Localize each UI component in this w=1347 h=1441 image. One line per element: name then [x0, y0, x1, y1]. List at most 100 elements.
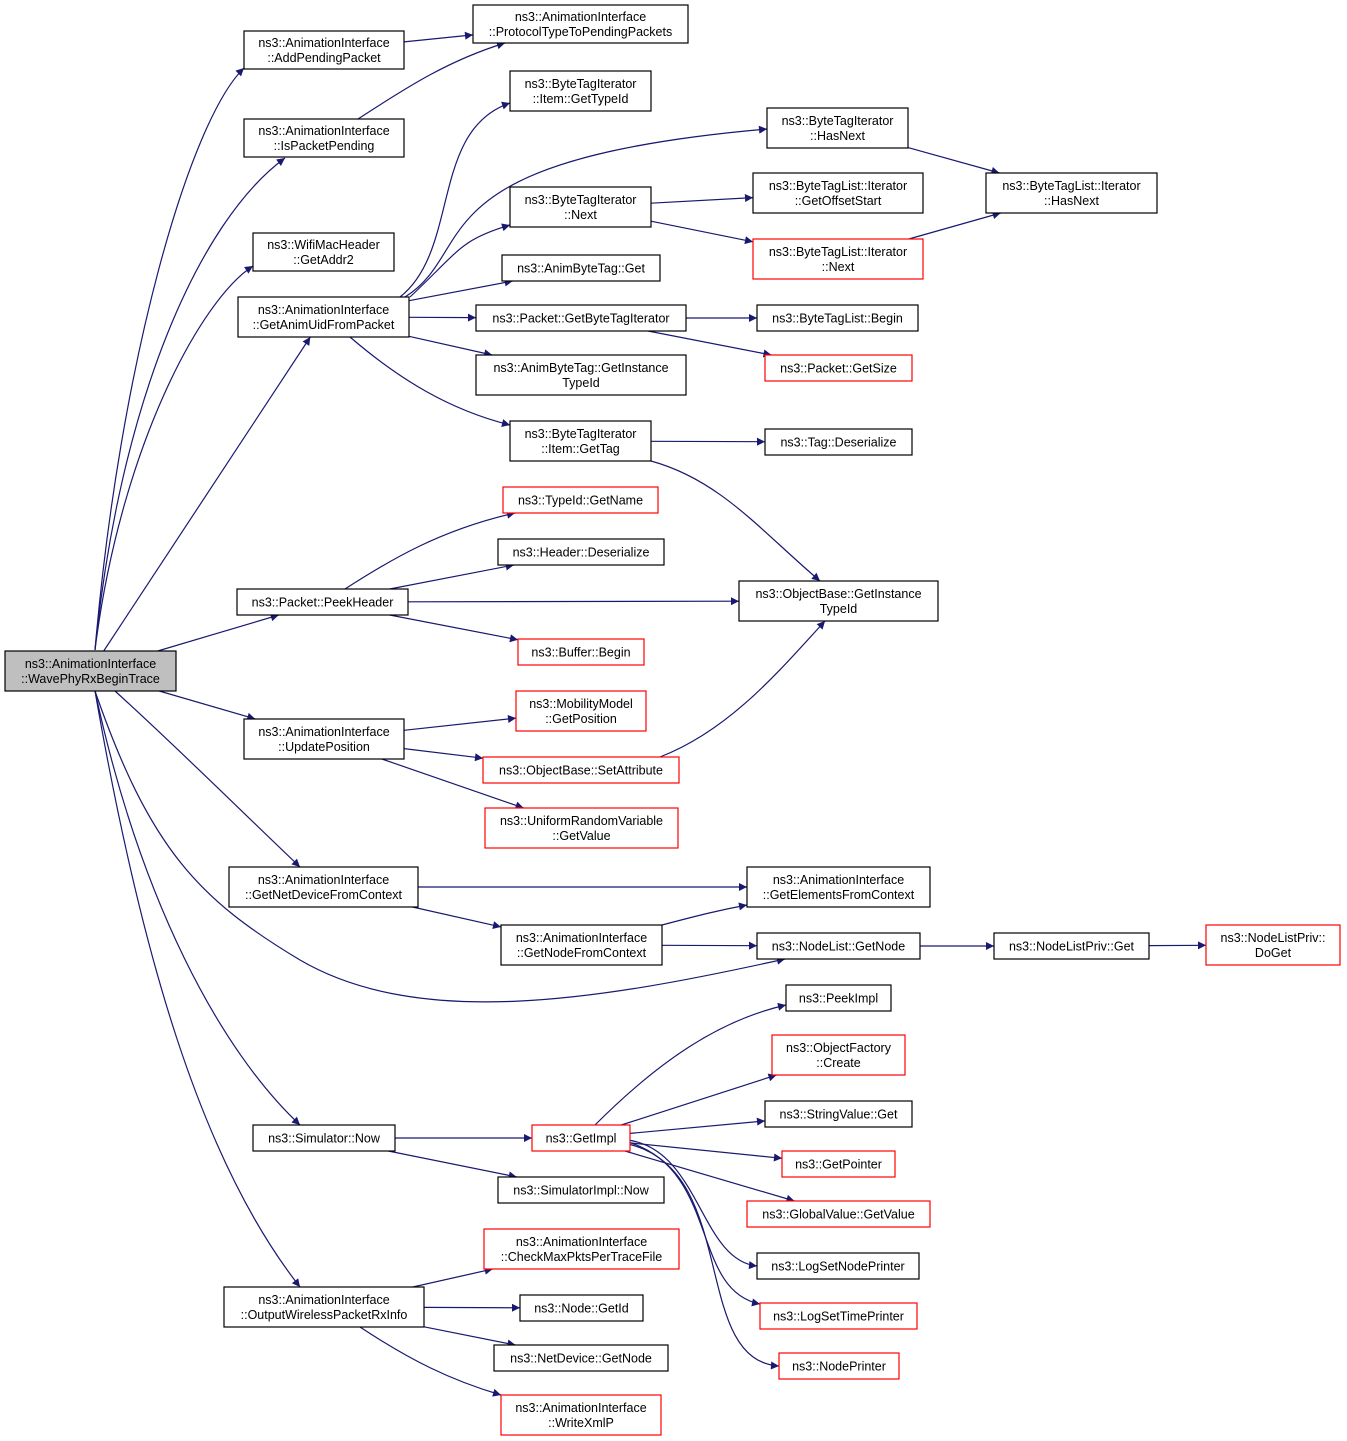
node-peekimpl[interactable]: ns3::PeekImpl [785, 984, 892, 1012]
node-label: ::Item::GetTag [541, 442, 620, 456]
edge-btl_next-to-btl_hasnext [908, 211, 1001, 240]
node-label: ns3::NodePrinter [792, 1360, 886, 1374]
node-typeid_getname[interactable]: ns3::TypeId::GetName [502, 486, 659, 514]
node-box [228, 866, 419, 908]
node-nd_getnode[interactable]: ns3::NetDevice::GetNode [493, 1344, 669, 1372]
edge-root-to-outwifi [94, 690, 301, 1288]
node-label: ns3::SimulatorImpl::Now [513, 1184, 649, 1198]
node-ob_setattr[interactable]: ns3::ObjectBase::SetAttribute [482, 756, 680, 784]
node-itemgettag[interactable]: ns3::ByteTagIterator::Item::GetTag [509, 420, 652, 462]
edge-outwifi-to-writexmlp [359, 1326, 502, 1397]
node-logtimeprinter[interactable]: ns3::LogSetTimePrinter [759, 1302, 918, 1330]
node-label: ::OutputWirelessPacketRxInfo [241, 1308, 408, 1322]
node-pkt_getsize[interactable]: ns3::Packet::GetSize [764, 354, 913, 382]
node-box [472, 4, 689, 44]
node-label: ::IsPacketPending [274, 139, 375, 153]
node-writexmlp[interactable]: ns3::AnimationInterface::WriteXmlP [500, 1394, 662, 1436]
node-box [252, 1124, 396, 1152]
node-buf_begin[interactable]: ns3::Buffer::Begin [517, 638, 645, 666]
node-label: ns3::NodeListPriv::Get [1009, 940, 1135, 954]
node-updatepos[interactable]: ns3::AnimationInterface::UpdatePosition [243, 718, 405, 760]
node-urv_getval[interactable]: ns3::UniformRandomVariable::GetValue [484, 807, 679, 849]
node-sv_get[interactable]: ns3::StringValue::Get [764, 1100, 913, 1128]
node-box [515, 690, 647, 732]
node-lognodeprinter[interactable]: ns3::LogSetNodePrinter [756, 1252, 920, 1280]
edge-root-to-updatepos [159, 690, 256, 721]
node-getelem[interactable]: ns3::AnimationInterface::GetElementsFrom… [746, 866, 931, 908]
node-hdr_deser[interactable]: ns3::Header::Deserialize [497, 538, 665, 566]
node-label: ::GetNetDeviceFromContext [245, 888, 403, 902]
node-label: ::HasNext [810, 129, 865, 143]
node-abt_get[interactable]: ns3::AnimByteTag::Get [501, 254, 661, 282]
node-label: ns3::Packet::GetByteTagIterator [492, 312, 669, 326]
node-outwifi[interactable]: ns3::AnimationInterface::OutputWirelessP… [223, 1286, 425, 1328]
node-box [531, 1124, 631, 1152]
node-label: ::GetPosition [545, 712, 617, 726]
node-addpend[interactable]: ns3::AnimationInterface::AddPendingPacke… [243, 30, 405, 70]
node-btl_offset[interactable]: ns3::ByteTagList::Iterator::GetOffsetSta… [752, 172, 924, 214]
edge-getimpl-to-peekimpl [594, 1002, 787, 1126]
node-getnetdev[interactable]: ns3::AnimationInterface::GetNetDeviceFro… [228, 866, 419, 908]
node-label: ns3::ByteTagIterator [525, 193, 637, 207]
node-gv_getval[interactable]: ns3::GlobalValue::GetValue [746, 1200, 931, 1228]
node-label: ns3::ByteTagList::Iterator [1002, 179, 1140, 193]
node-box [781, 1150, 896, 1178]
node-getaddr2[interactable]: ns3::WifiMacHeader::GetAddr2 [252, 232, 395, 272]
node-peekheader[interactable]: ns3::Packet::PeekHeader [236, 588, 409, 616]
edge-getimpl-to-getpointer [629, 1142, 783, 1162]
node-nodeprinter[interactable]: ns3::NodePrinter [778, 1352, 900, 1380]
edge-root-to-getaddr2 [94, 265, 254, 651]
node-getuid[interactable]: ns3::AnimationInterface::GetAnimUidFromP… [237, 296, 410, 338]
edge-getuid-to-bti_next [409, 223, 511, 298]
node-sim_now[interactable]: ns3::Simulator::Now [252, 1124, 396, 1152]
node-tag_deser[interactable]: ns3::Tag::Deserialize [764, 428, 913, 456]
node-box [500, 924, 663, 966]
node-protomap[interactable]: ns3::AnimationInterface::ProtocolTypeToP… [472, 4, 689, 44]
node-mob_getpos[interactable]: ns3::MobilityModel::GetPosition [515, 690, 647, 732]
node-nlp_doget[interactable]: ns3::NodeListPriv::DoGet [1205, 924, 1341, 966]
edge-peekheader-to-buf_begin [389, 614, 519, 643]
node-ispend[interactable]: ns3::AnimationInterface::IsPacketPending [243, 118, 405, 158]
node-box [509, 186, 652, 228]
node-root[interactable]: ns3::AnimationInterface::WavePhyRxBeginT… [4, 650, 177, 692]
node-label: ns3::AnimationInterface [516, 1235, 647, 1249]
node-box [752, 238, 924, 280]
edge-getimpl-to-of_create [621, 1073, 777, 1126]
edge-getuid-to-itemgettag [349, 336, 511, 427]
node-box [764, 354, 913, 382]
node-box [509, 70, 652, 112]
node-getimpl[interactable]: ns3::GetImpl [531, 1124, 631, 1152]
node-label: ns3::Node::GetId [534, 1302, 629, 1316]
node-nl_getnode[interactable]: ns3::NodeList::GetNode [756, 932, 921, 960]
edge-ispend-to-protomap [357, 41, 506, 120]
node-label: ns3::ObjectBase::GetInstance [755, 587, 921, 601]
edge-root-to-ispend [94, 157, 286, 651]
node-box [4, 650, 177, 692]
node-bti_hasnext[interactable]: ns3::ByteTagIterator::HasNext [766, 107, 909, 149]
node-label: ns3::AnimationInterface [516, 931, 647, 945]
node-getpointer[interactable]: ns3::GetPointer [781, 1150, 896, 1178]
node-simimpl_now[interactable]: ns3::SimulatorImpl::Now [497, 1176, 665, 1204]
node-label: ns3::UniformRandomVariable [500, 814, 663, 828]
node-box [738, 580, 939, 622]
node-checkmax[interactable]: ns3::AnimationInterface::CheckMaxPktsPer… [483, 1228, 680, 1270]
node-bti_next[interactable]: ns3::ByteTagIterator::Next [509, 186, 652, 228]
node-btl_next[interactable]: ns3::ByteTagList::Iterator::Next [752, 238, 924, 280]
edge-getbti-to-pkt_getsize [647, 330, 772, 358]
node-of_create[interactable]: ns3::ObjectFactory::Create [771, 1034, 906, 1076]
node-getbti[interactable]: ns3::Packet::GetByteTagIterator [475, 304, 687, 332]
node-itemtypeid[interactable]: ns3::ByteTagIterator::Item::GetTypeId [509, 70, 652, 112]
node-getnodefc[interactable]: ns3::AnimationInterface::GetNodeFromCont… [500, 924, 663, 966]
node-btl_begin[interactable]: ns3::ByteTagList::Begin [756, 304, 919, 332]
node-label: ns3::Packet::GetSize [780, 362, 897, 376]
node-node_getid[interactable]: ns3::Node::GetId [519, 1294, 644, 1322]
node-btl_hasnext[interactable]: ns3::ByteTagList::Iterator::HasNext [985, 172, 1158, 214]
node-box [1205, 924, 1341, 966]
node-box [756, 1252, 920, 1280]
node-box [243, 118, 405, 158]
node-label: ns3::AnimByteTag::GetInstance [493, 361, 668, 375]
node-nlp_get[interactable]: ns3::NodeListPriv::Get [993, 932, 1150, 960]
node-box [746, 866, 931, 908]
